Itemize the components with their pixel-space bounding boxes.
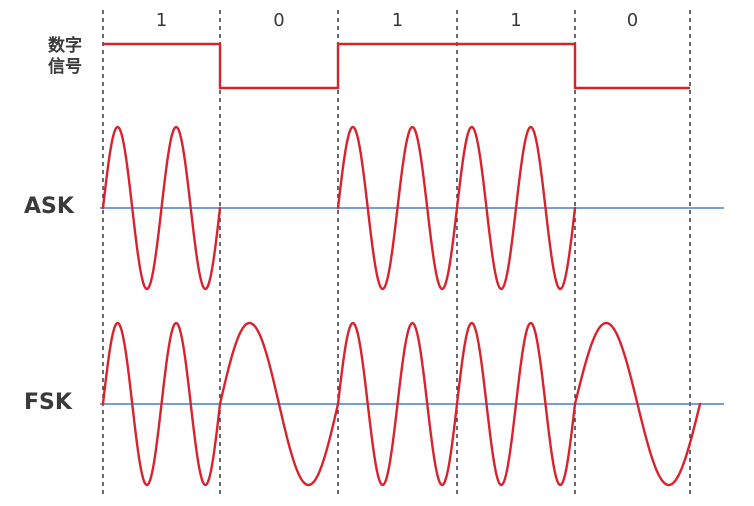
digital-signal-label: 数字 信号	[32, 36, 98, 78]
bit-label: 0	[626, 10, 639, 31]
fsk-label: FSK	[24, 390, 72, 415]
ask-label: ASK	[24, 194, 74, 219]
digital-signal-label-line2: 信号	[48, 57, 82, 77]
bit-label: 1	[510, 10, 522, 31]
digital-signal-label-line1: 数字	[48, 36, 82, 56]
bit-label: 0	[273, 10, 285, 31]
bit-label: 1	[391, 10, 404, 31]
bit-label: 1	[155, 10, 168, 31]
